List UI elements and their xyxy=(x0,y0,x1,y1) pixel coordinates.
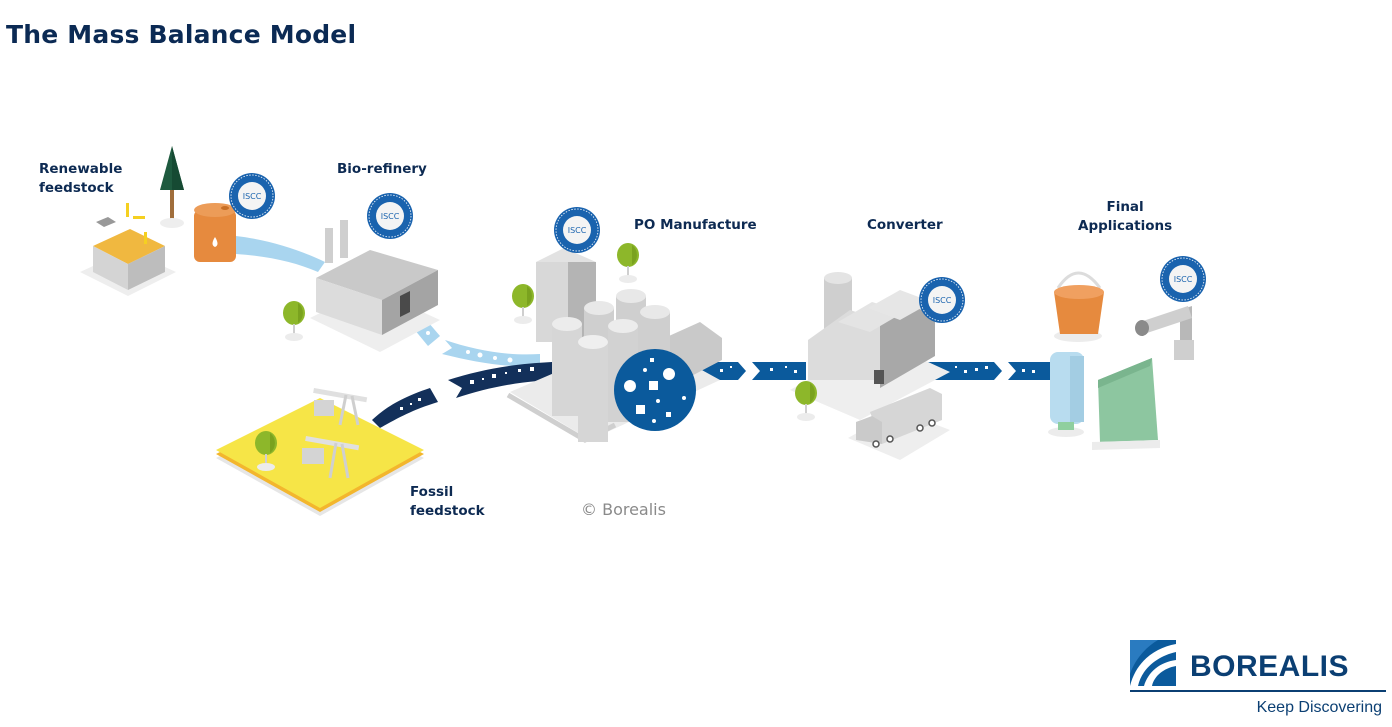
svg-text:ISCC: ISCC xyxy=(1174,275,1193,284)
svg-text:ISCC: ISCC xyxy=(381,212,400,221)
fossil-feedstock-illustration xyxy=(216,388,424,516)
stage-label-renewable-feedstock: Renewable feedstock xyxy=(39,160,122,198)
iscc-badge-final-applications: ISCC xyxy=(1159,255,1207,303)
borealis-logo-mark-icon xyxy=(1130,640,1176,686)
renewable-flow-path xyxy=(236,236,325,272)
borealis-logo: BOREALIS Keep Discovering xyxy=(1130,638,1386,724)
iscc-badge-converter: ISCC xyxy=(918,276,966,324)
label-line: PO Manufacture xyxy=(634,217,757,233)
flow-particles-dark xyxy=(400,367,534,410)
label-line: Applications xyxy=(1078,218,1173,234)
iscc-badge-bio-refinery: ISCC xyxy=(366,192,414,240)
iscc-badge-po-manufacture: ISCC xyxy=(553,206,601,254)
logo-tagline: Keep Discovering xyxy=(1256,699,1382,716)
stage-label-po-manufacture: PO Manufacture xyxy=(634,216,757,235)
logo-divider xyxy=(1130,690,1386,692)
label-line: Fossil xyxy=(410,484,454,500)
stage-label-bio-refinery: Bio-refinery xyxy=(337,160,427,179)
label-line: feedstock xyxy=(410,503,485,519)
renewable-feedstock-illustration xyxy=(80,146,236,296)
converter-illustration xyxy=(790,272,950,460)
label-line: Bio-refinery xyxy=(337,161,427,177)
stage-label-fossil-feedstock: Fossil feedstock xyxy=(410,483,485,521)
po-manufacture-illustration xyxy=(506,243,722,443)
stage-label-final-applications: Final Applications xyxy=(1078,198,1172,236)
label-line: Final xyxy=(1106,199,1144,215)
bio-refinery-illustration xyxy=(283,220,440,352)
final-applications-illustration xyxy=(1048,271,1194,450)
svg-text:ISCC: ISCC xyxy=(933,296,952,305)
svg-text:ISCC: ISCC xyxy=(243,192,262,201)
fossil-flow-path-2 xyxy=(448,362,552,398)
label-line: Renewable xyxy=(39,161,123,177)
page-title: The Mass Balance Model xyxy=(6,20,357,49)
borealis-wordmark: BOREALIS xyxy=(1190,650,1350,683)
stage-label-converter: Converter xyxy=(867,216,943,235)
iscc-badge-renewable: ISCC xyxy=(228,172,276,220)
svg-text:ISCC: ISCC xyxy=(568,226,587,235)
bio-to-po-flow-2 xyxy=(442,340,540,367)
label-line: feedstock xyxy=(39,180,114,196)
fossil-flow-path-1 xyxy=(372,388,438,428)
label-line: Converter xyxy=(867,217,943,233)
copyright-notice: © Borealis xyxy=(581,500,666,519)
